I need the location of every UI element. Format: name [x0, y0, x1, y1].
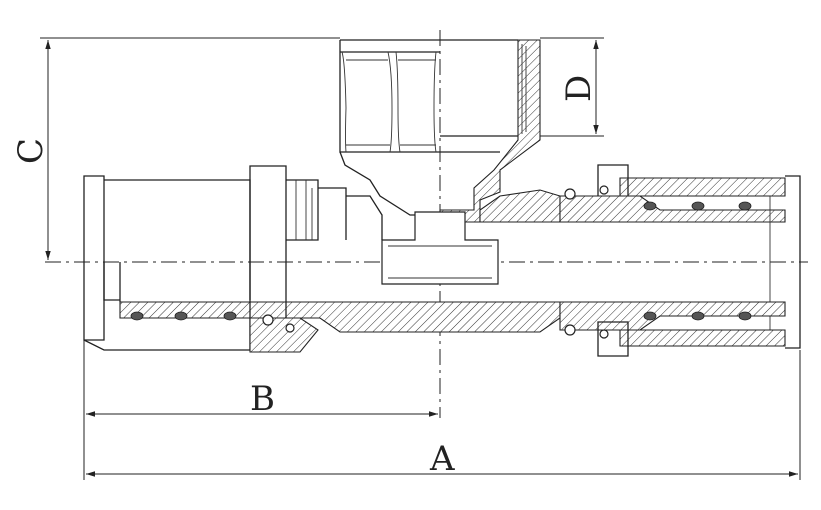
dimension-d-label: D — [559, 75, 599, 102]
dimension-c-label: C — [11, 138, 51, 164]
left-press-end — [83, 165, 383, 353]
dimension-a-label: A — [429, 439, 455, 479]
right-press-end — [559, 164, 801, 357]
dimension-b-label: B — [250, 379, 275, 419]
main-body — [119, 189, 561, 333]
dimension-lines — [40, 37, 801, 480]
